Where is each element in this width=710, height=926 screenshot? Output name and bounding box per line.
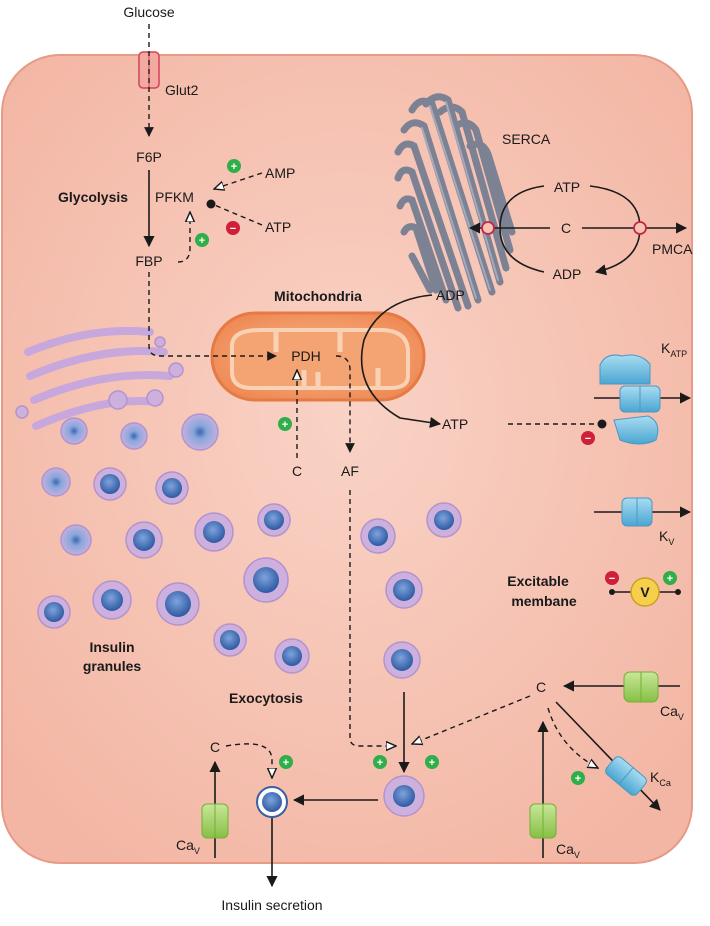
beta-cell bbox=[1, 54, 693, 864]
kv-label: KV bbox=[659, 528, 674, 547]
excitable-label-1: Excitable bbox=[507, 573, 569, 589]
amp-label: AMP bbox=[265, 165, 295, 181]
granule-core bbox=[391, 649, 413, 671]
mitochondria-label: Mitochondria bbox=[274, 288, 362, 304]
exocytosis-granule bbox=[256, 775, 425, 818]
activation-sign: + bbox=[373, 755, 387, 769]
granule-core bbox=[220, 630, 240, 650]
insulin-granule bbox=[60, 524, 92, 556]
serca-label: SERCA bbox=[502, 131, 551, 147]
golgi-vesicles bbox=[15, 336, 184, 419]
plus-glyph: + bbox=[282, 419, 288, 431]
inhibition-sign: − bbox=[226, 221, 240, 235]
c-left-label: C bbox=[210, 739, 220, 755]
pdh-label: PDH bbox=[291, 348, 321, 364]
insulin-granule bbox=[41, 467, 71, 497]
glucose-label: Glucose bbox=[123, 4, 175, 20]
activation-sign: + bbox=[663, 571, 677, 585]
pathway-arrows bbox=[143, 24, 692, 888]
pmca-pump bbox=[633, 221, 647, 235]
fbp-label: FBP bbox=[135, 253, 162, 269]
er-highlights bbox=[421, 101, 499, 299]
af-label: AF bbox=[341, 463, 359, 479]
granule-core bbox=[133, 529, 155, 551]
plus-glyph: + bbox=[283, 757, 289, 769]
kca-label: KCa bbox=[650, 769, 671, 788]
insulin-granules-label-1: Insulin bbox=[89, 639, 134, 655]
plus-glyph: + bbox=[667, 573, 673, 585]
cycle-atp-label: ATP bbox=[554, 179, 580, 195]
activation-sign: + bbox=[279, 755, 293, 769]
golgi-apparatus bbox=[24, 326, 174, 430]
kca-channel bbox=[605, 756, 647, 796]
granule-core bbox=[253, 567, 279, 593]
exocytosis-label: Exocytosis bbox=[229, 690, 303, 706]
insulin-granules bbox=[37, 413, 462, 679]
insulin-granule bbox=[60, 417, 88, 445]
insulin-granule bbox=[181, 413, 219, 451]
granule-core bbox=[282, 646, 302, 666]
cav-channel-bottom bbox=[529, 803, 557, 839]
inhibition-sign: − bbox=[605, 571, 619, 585]
minus-glyph: − bbox=[585, 433, 591, 445]
cycle-c-label: C bbox=[561, 220, 571, 236]
cav-channel-left bbox=[201, 803, 229, 839]
pmca-label: PMCA bbox=[652, 241, 693, 257]
plus-glyph: + bbox=[429, 757, 435, 769]
granule-core bbox=[100, 474, 120, 494]
minus-glyph: − bbox=[609, 573, 615, 585]
activation-sign: + bbox=[571, 771, 585, 785]
plus-glyph: + bbox=[199, 235, 205, 247]
c-right-label: C bbox=[536, 679, 546, 695]
kv-channel bbox=[621, 497, 653, 527]
granule-core bbox=[434, 510, 454, 530]
katp-label: KATP bbox=[661, 340, 687, 359]
activation-sign: + bbox=[425, 755, 439, 769]
endoplasmic-reticulum bbox=[394, 93, 516, 312]
granule-core bbox=[101, 589, 123, 611]
granule-core bbox=[203, 521, 225, 543]
glycolysis-label: Glycolysis bbox=[58, 189, 128, 205]
atp-mito-label: ATP bbox=[442, 416, 468, 432]
atp-inhibitor-label: ATP bbox=[265, 219, 291, 235]
voltmeter: V bbox=[609, 577, 681, 607]
granule-core bbox=[165, 591, 191, 617]
excitable-label-2: membane bbox=[511, 593, 577, 609]
granule-core bbox=[368, 526, 388, 546]
pfkm-label: PFKM bbox=[155, 189, 194, 205]
plus-glyph: + bbox=[377, 757, 383, 769]
minus-glyph: − bbox=[230, 223, 236, 235]
granule-core bbox=[264, 510, 284, 530]
cav-channel-right bbox=[623, 671, 659, 703]
c-mito-label: C bbox=[292, 463, 302, 479]
granule-core bbox=[162, 478, 182, 498]
cav-bottom-label: CaV bbox=[556, 841, 580, 860]
inhibition-sign: − bbox=[581, 431, 595, 445]
serca-pump bbox=[481, 221, 495, 235]
insulin-granule bbox=[120, 422, 148, 450]
plus-glyph: + bbox=[575, 773, 581, 785]
cycle-adp-label: ADP bbox=[553, 266, 582, 282]
adp-label: ADP bbox=[436, 287, 465, 303]
granule-core bbox=[393, 579, 415, 601]
activation-sign: + bbox=[195, 233, 209, 247]
plus-glyph: + bbox=[231, 161, 237, 173]
insulin-granules-label-2: granules bbox=[83, 658, 142, 674]
f6p-label: F6P bbox=[136, 149, 162, 165]
cav-left-label: CaV bbox=[176, 837, 200, 856]
activation-sign: + bbox=[227, 159, 241, 173]
cav-right-label: CaV bbox=[660, 703, 684, 722]
granule-core bbox=[44, 602, 64, 622]
voltage-label: V bbox=[640, 584, 650, 600]
regulation-signs: + − + + − − + + + + + bbox=[195, 159, 677, 785]
insulin-secretion-label: Insulin secretion bbox=[221, 897, 322, 913]
katp-channel bbox=[599, 354, 661, 445]
activation-sign: + bbox=[278, 417, 292, 431]
glut2-label: Glut2 bbox=[165, 82, 199, 98]
